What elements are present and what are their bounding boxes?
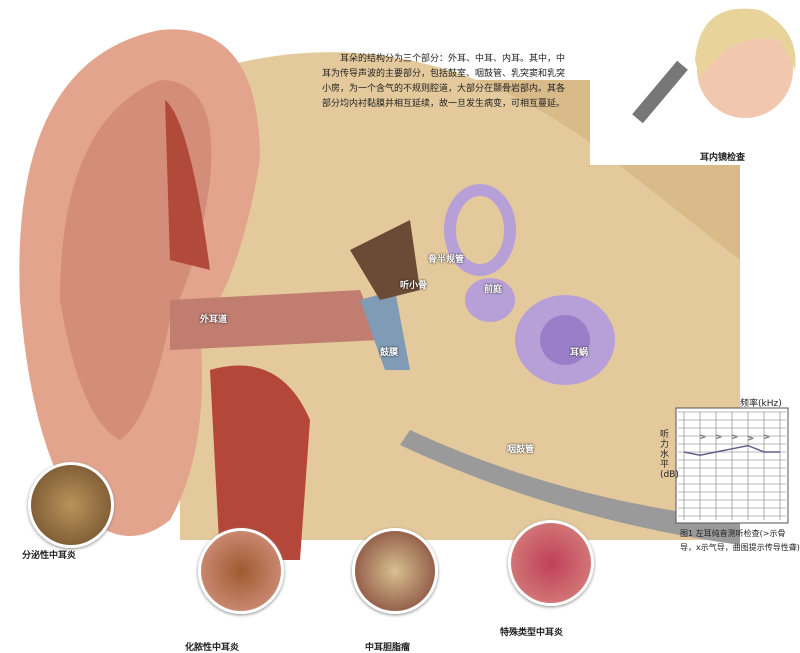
label-eustachian: 咽鼓管 [507,445,535,455]
photo-caption: 耳内镜检查 [700,153,746,163]
bone-conduction-mark: > [732,433,738,441]
otitis-photo-1 [28,462,114,548]
bone-conduction-mark: > [716,433,722,441]
eardrum [360,290,410,370]
otitis-photo-3 [352,528,438,614]
label-cochlea: 耳蜗 [570,348,589,358]
eustachian-tube [400,430,740,545]
bone-conduction-mark: > [748,435,754,443]
air-conduction-line [683,444,780,456]
condition-label: 中耳胆脂瘤 [365,643,411,653]
condition-label: 化脓性中耳炎 [185,643,240,653]
otitis-photo-2 [198,528,284,614]
otoscope [632,60,688,124]
ear-canal [170,290,380,350]
label-vestibule: 前庭 [484,285,503,295]
label-ossicles: 听小骨 [400,281,428,291]
bone-conduction-mark: > [700,433,706,441]
bone-conduction-mark: > [764,433,770,441]
condition-label: 分泌性中耳炎 [22,551,77,561]
label-eardrum: 鼓膜 [380,348,399,358]
otitis-photo-4 [508,520,594,606]
audiogram-x-label: 频率(kHz) [740,399,782,409]
condition-label: 特殊类型中耳炎 [500,628,564,638]
label-semicircular: 骨半规管 [428,255,465,265]
audiogram-y-label: 听力水平(dB) [660,430,679,480]
label-external-canal: 外耳道 [200,315,228,325]
audiogram-caption: 图1 左耳纯音测听检查(>示骨导，x示气导，曲图提示传导性聋) [680,529,800,552]
intro-text: 耳朵的结构分为三个部分：外耳、中耳、内耳。其中，中耳为传导声波的主要部分，包括鼓… [322,54,566,109]
